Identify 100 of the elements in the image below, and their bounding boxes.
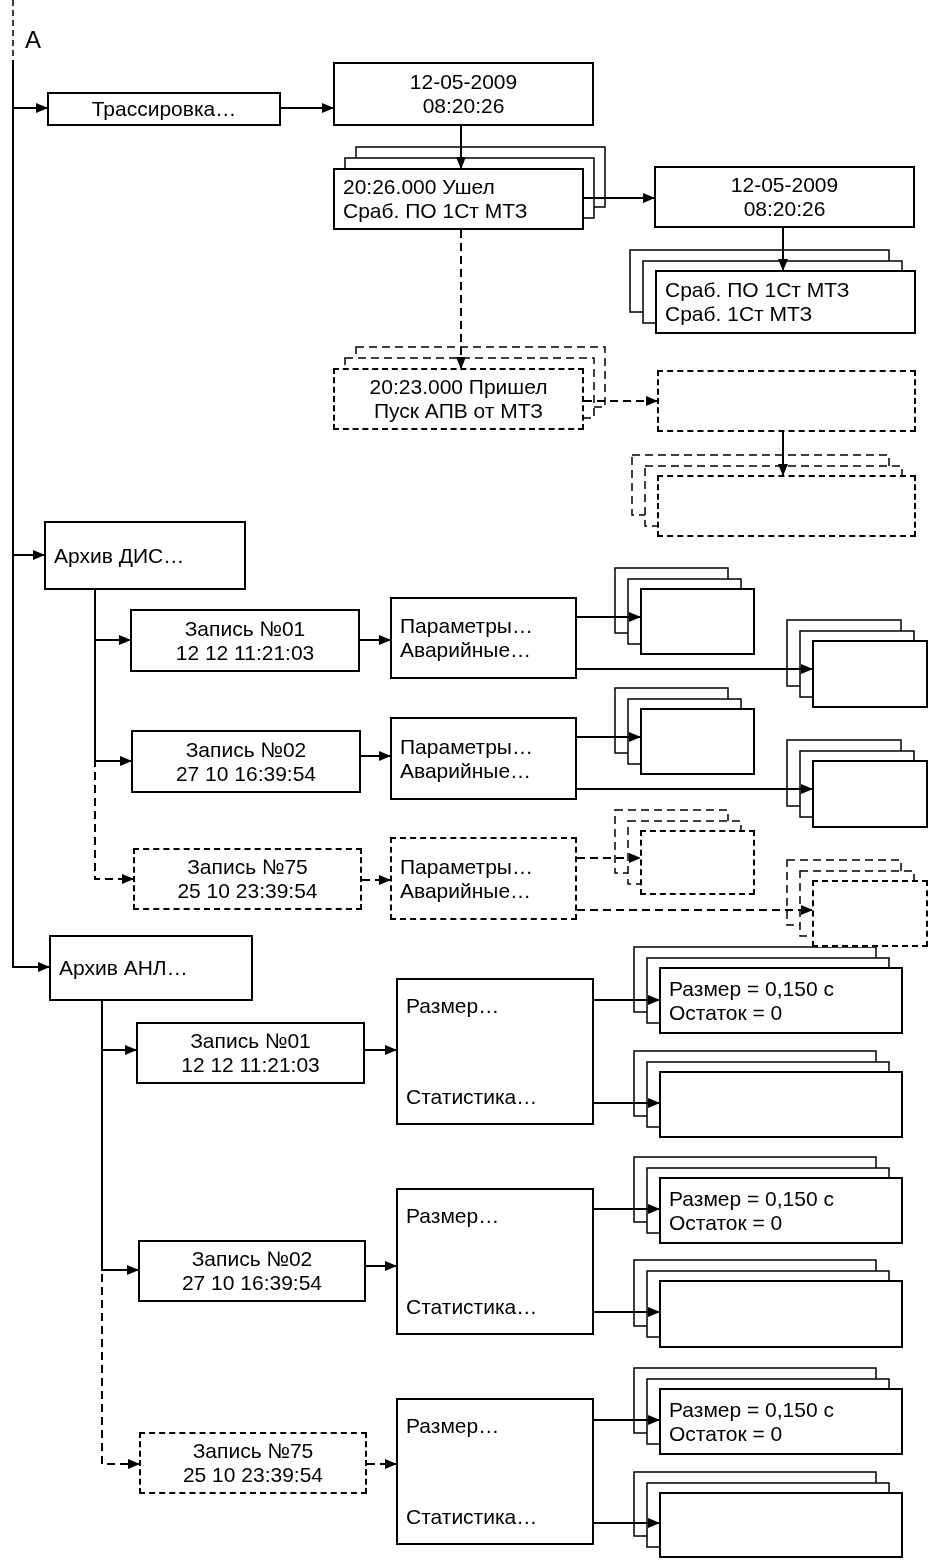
empty-box xyxy=(812,760,928,828)
node-text: Размер… xyxy=(406,1414,501,1438)
menu-box xyxy=(133,848,362,910)
node-text: Аварийные… xyxy=(400,878,533,903)
node-text: Аварийные… xyxy=(400,638,533,662)
arrow xyxy=(576,905,813,915)
menu-box xyxy=(659,1177,903,1244)
empty-box xyxy=(640,708,755,775)
arrow xyxy=(280,103,334,113)
arrow xyxy=(778,431,788,476)
node-text: Запись №02 xyxy=(190,1247,314,1271)
arrow xyxy=(593,1098,660,1108)
menu-box xyxy=(396,978,594,1125)
arrow xyxy=(576,853,641,863)
menu-box xyxy=(655,270,916,334)
arrow xyxy=(593,995,660,1005)
node-text: Размер = 0,150 с xyxy=(669,1397,835,1422)
arrow xyxy=(576,732,641,742)
node-text: Архив АНЛ… xyxy=(59,956,189,980)
arrow xyxy=(576,612,641,622)
node-text: Аварийные… xyxy=(400,758,533,783)
arrow xyxy=(364,1045,397,1055)
arrow xyxy=(576,664,813,674)
menu-box xyxy=(659,1388,903,1455)
arrow xyxy=(360,751,391,761)
node-text: 25 10 23:39:54 xyxy=(181,1463,325,1487)
node-text: 20:23.000 Пришел xyxy=(368,375,549,399)
arrow xyxy=(593,1307,660,1317)
node-text: Пуск АПВ от МТЗ xyxy=(373,399,544,423)
menu-box xyxy=(138,1240,366,1302)
node-text: Сраб. ПО 1Ст МТЗ xyxy=(665,278,851,302)
node-text: 12 12 11:21:03 xyxy=(174,640,316,665)
node-text: Запись №75 xyxy=(191,1439,315,1463)
node-text: 27 10 16:39:54 xyxy=(174,761,318,786)
node-text: Статистика… xyxy=(406,1085,539,1109)
node-text: Остаток = 0 xyxy=(669,1421,784,1446)
node-text: Сраб. 1Ст МТЗ xyxy=(665,302,814,326)
arrow xyxy=(456,125,466,169)
menu-box xyxy=(390,837,577,920)
menu-box xyxy=(49,935,253,1001)
node-text: 12-05-2009 xyxy=(729,173,840,197)
empty-box xyxy=(659,1071,903,1138)
menu-box xyxy=(396,1398,594,1545)
node-text: Запись №02 xyxy=(184,737,308,762)
node-text: Статистика… xyxy=(406,1505,539,1529)
empty-box xyxy=(812,880,928,947)
arrow xyxy=(576,784,813,794)
node-text: Параметры… xyxy=(400,854,534,879)
node-text: 08:20:26 xyxy=(742,197,827,221)
arrow xyxy=(366,1459,397,1469)
menu-box xyxy=(47,92,281,126)
menu-box xyxy=(44,521,246,590)
arrow xyxy=(593,1415,660,1425)
node-text: Остаток = 0 xyxy=(669,1000,784,1025)
arrow xyxy=(778,227,788,271)
empty-box xyxy=(659,1492,903,1558)
node-text: Статистика… xyxy=(406,1295,539,1319)
menu-box xyxy=(654,166,915,228)
empty-box xyxy=(659,1280,903,1348)
empty-box xyxy=(812,640,928,708)
menu-box xyxy=(333,62,594,126)
arrow xyxy=(94,589,134,884)
arrow xyxy=(593,1518,660,1528)
node-text: Размер = 0,150 с xyxy=(669,976,835,1001)
node-text: Размер = 0,150 с xyxy=(669,1186,835,1211)
node-text: 27 10 16:39:54 xyxy=(180,1271,324,1295)
menu-box xyxy=(390,597,577,679)
empty-box xyxy=(657,475,916,537)
empty-box xyxy=(657,370,916,432)
menu-box xyxy=(130,609,360,672)
menu-box xyxy=(136,1022,365,1084)
menu-box xyxy=(659,967,903,1034)
arrow xyxy=(12,59,50,972)
arrow xyxy=(583,396,658,406)
menu-box xyxy=(333,368,584,430)
node-text: Запись №01 xyxy=(189,1029,312,1053)
arrow xyxy=(456,229,466,369)
arrow xyxy=(593,1204,660,1214)
menu-box xyxy=(396,1188,594,1335)
arrow xyxy=(359,635,391,645)
node-text: Трассировка… xyxy=(90,97,238,121)
node-text: 25 10 23:39:54 xyxy=(176,879,319,903)
empty-box xyxy=(640,588,755,655)
node-text: 20:26.000 Ушел xyxy=(343,175,496,199)
node-text: Запись №01 xyxy=(183,616,307,641)
node-text: 12 12 11:21:03 xyxy=(180,1053,321,1077)
arrow xyxy=(361,875,391,885)
node-text: 08:20:26 xyxy=(421,94,506,118)
node-text: Остаток = 0 xyxy=(669,1210,784,1235)
node-text: Запись №75 xyxy=(186,855,309,879)
menu-box xyxy=(390,717,577,800)
menu-box xyxy=(139,1432,367,1494)
node-text: Размер… xyxy=(406,994,501,1018)
node-text: Архив ДИС… xyxy=(54,543,186,568)
node-text: 12-05-2009 xyxy=(408,70,519,94)
node-text: Размер… xyxy=(406,1204,501,1228)
node-text: Сраб. ПО 1Ст МТЗ xyxy=(343,199,529,223)
menu-box xyxy=(333,168,584,230)
arrow xyxy=(365,1261,397,1271)
empty-box xyxy=(640,830,755,895)
